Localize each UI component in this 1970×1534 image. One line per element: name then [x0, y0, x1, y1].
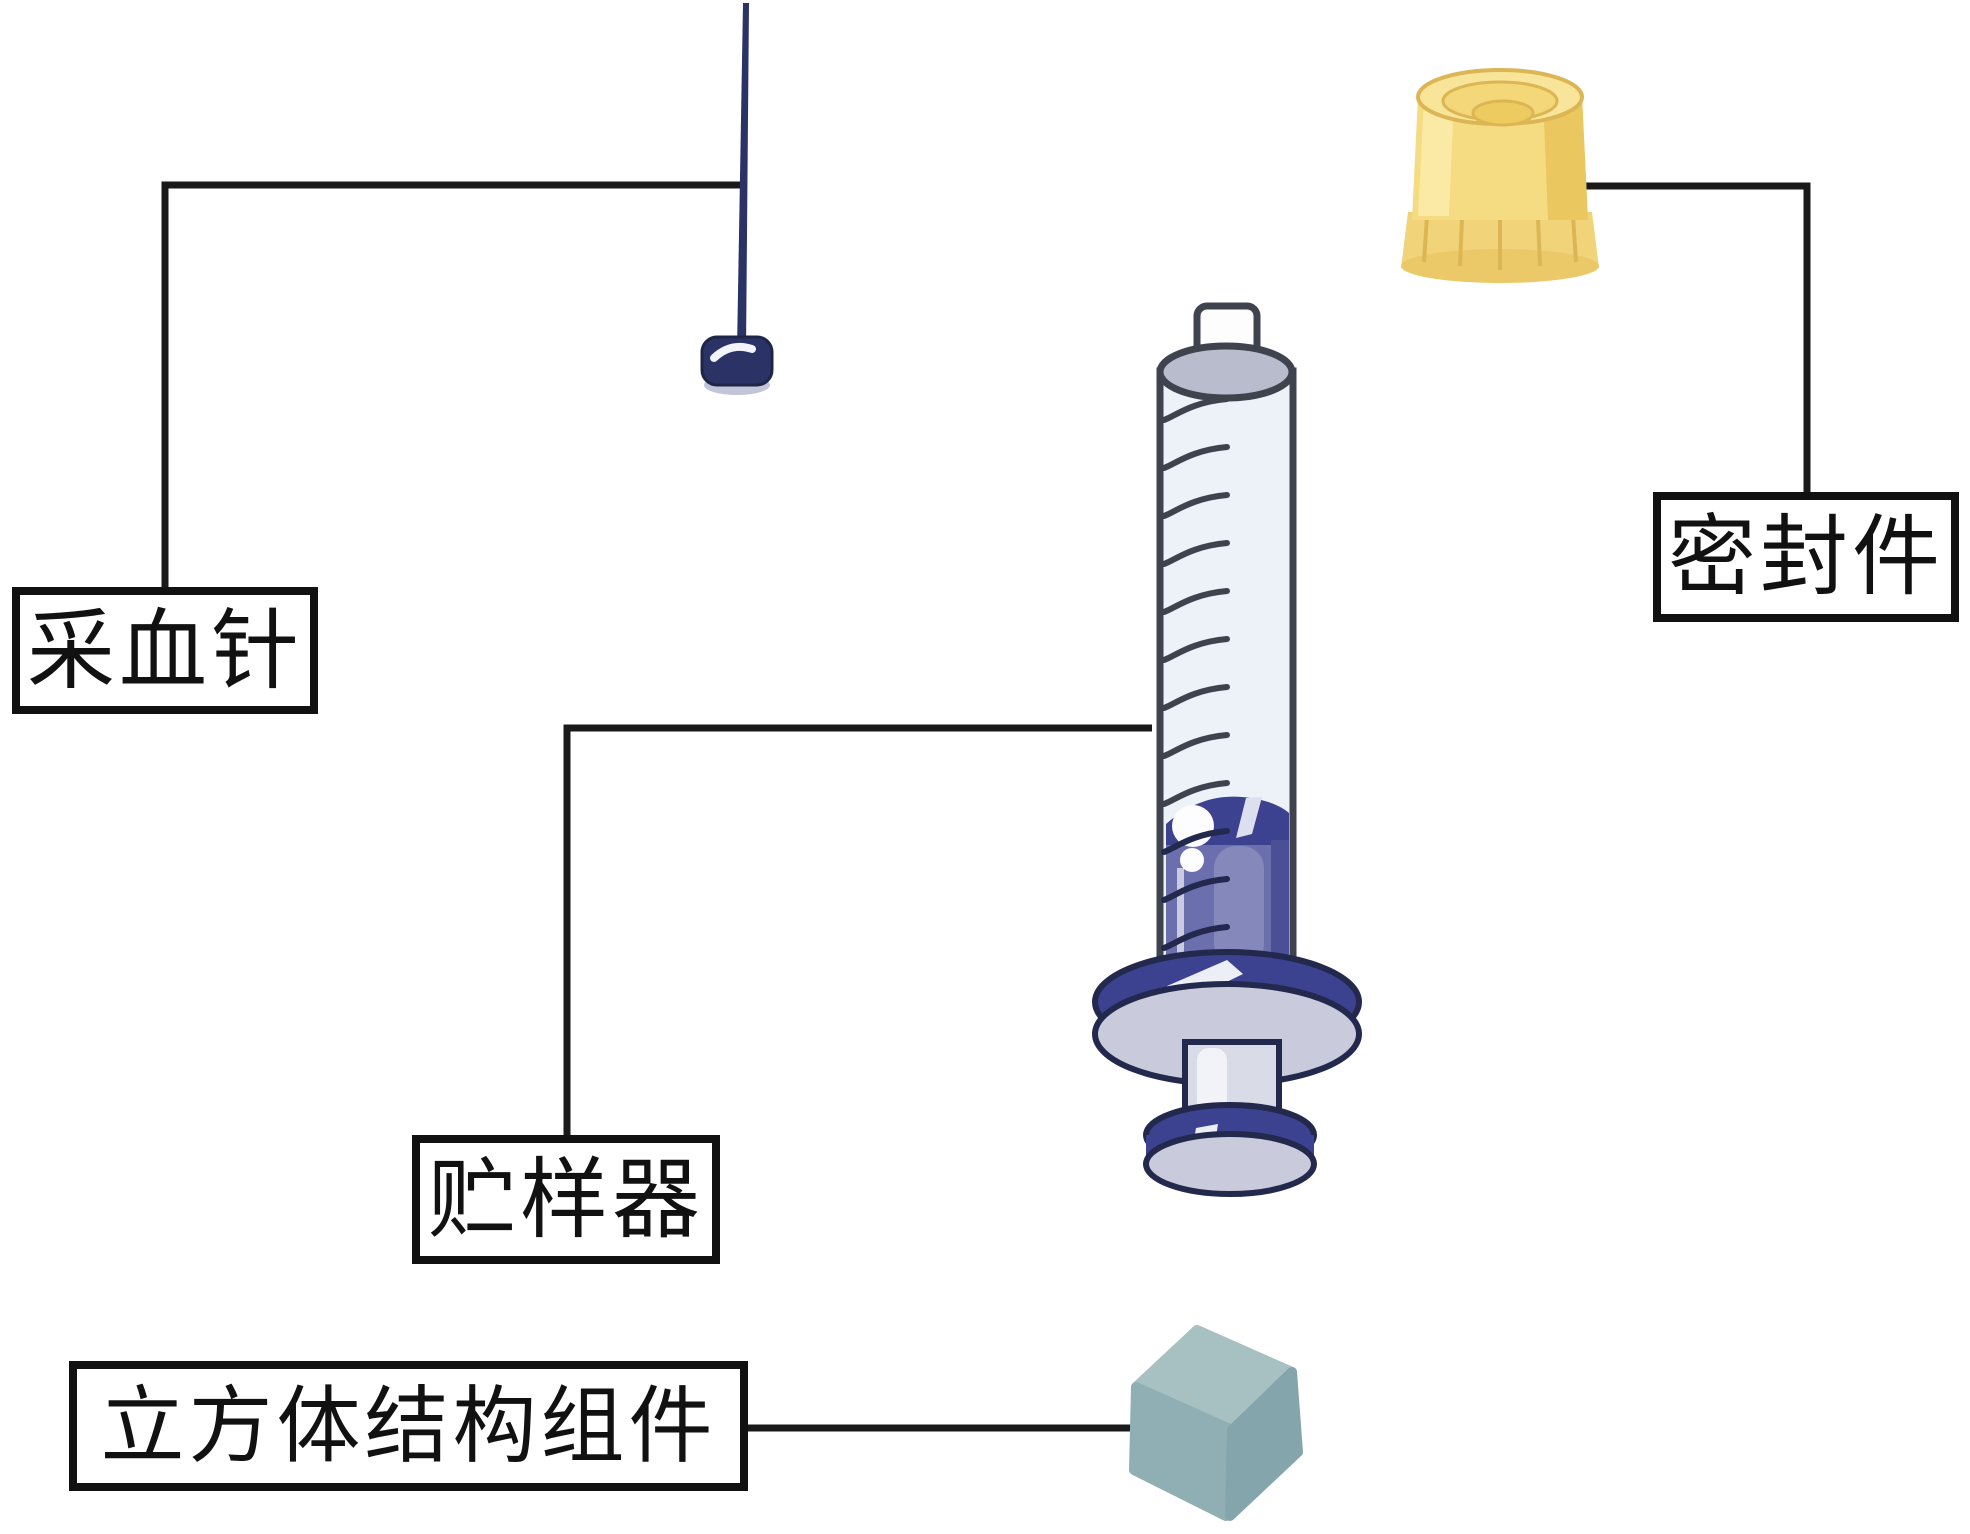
syringe-plunger	[1143, 1039, 1317, 1197]
cap-skirt-notches	[1422, 215, 1578, 270]
label-cube-structure-assembly-text: 立方体结构组件	[100, 1379, 717, 1473]
liquid-left-streak	[1177, 868, 1184, 968]
syringe-icon	[1092, 302, 1362, 1197]
needle-icon	[700, 3, 774, 395]
cap-body	[1412, 96, 1588, 220]
label-cube-structure-assembly: 立方体结构组件	[69, 1361, 748, 1491]
air-bubble-small	[1180, 848, 1204, 872]
yellow-cap-icon	[1401, 68, 1599, 283]
plunger-cap-bottom	[1143, 1131, 1317, 1197]
label-sealing-part: 密封件	[1653, 492, 1959, 622]
cap-body-highlight	[1418, 99, 1454, 216]
liquid-band-highlight	[1236, 797, 1262, 838]
leader-line-seal	[1568, 182, 1811, 492]
cube-right-face	[1225, 1367, 1303, 1521]
liquid-right-shade	[1271, 840, 1289, 966]
graduation-ticks	[1161, 396, 1230, 807]
label-sample-reservoir-text: 贮样器	[427, 1149, 704, 1249]
leader-lines	[161, 181, 1811, 1432]
liquid-column	[1161, 796, 1289, 968]
needle-hub-highlight	[710, 342, 756, 362]
liquid-center-highlight	[1214, 846, 1264, 966]
label-sealing-part-text: 密封件	[1667, 507, 1944, 606]
cube-icon	[1129, 1325, 1303, 1521]
cap-top-boss	[1471, 99, 1535, 127]
leader-line-needle	[161, 181, 741, 587]
syringe-flange	[1092, 949, 1362, 1087]
label-sample-reservoir: 贮样器	[412, 1135, 720, 1264]
graduation-ticks-on-liquid	[1161, 828, 1230, 951]
syringe-barrel-top	[1156, 342, 1296, 402]
label-blood-collection-needle: 采血针	[12, 587, 318, 714]
cap-body-shadow	[1543, 96, 1588, 220]
needle-shaft	[737, 3, 749, 350]
leader-line-reservoir	[563, 724, 1152, 1135]
label-blood-collection-needle-text: 采血针	[26, 600, 303, 700]
